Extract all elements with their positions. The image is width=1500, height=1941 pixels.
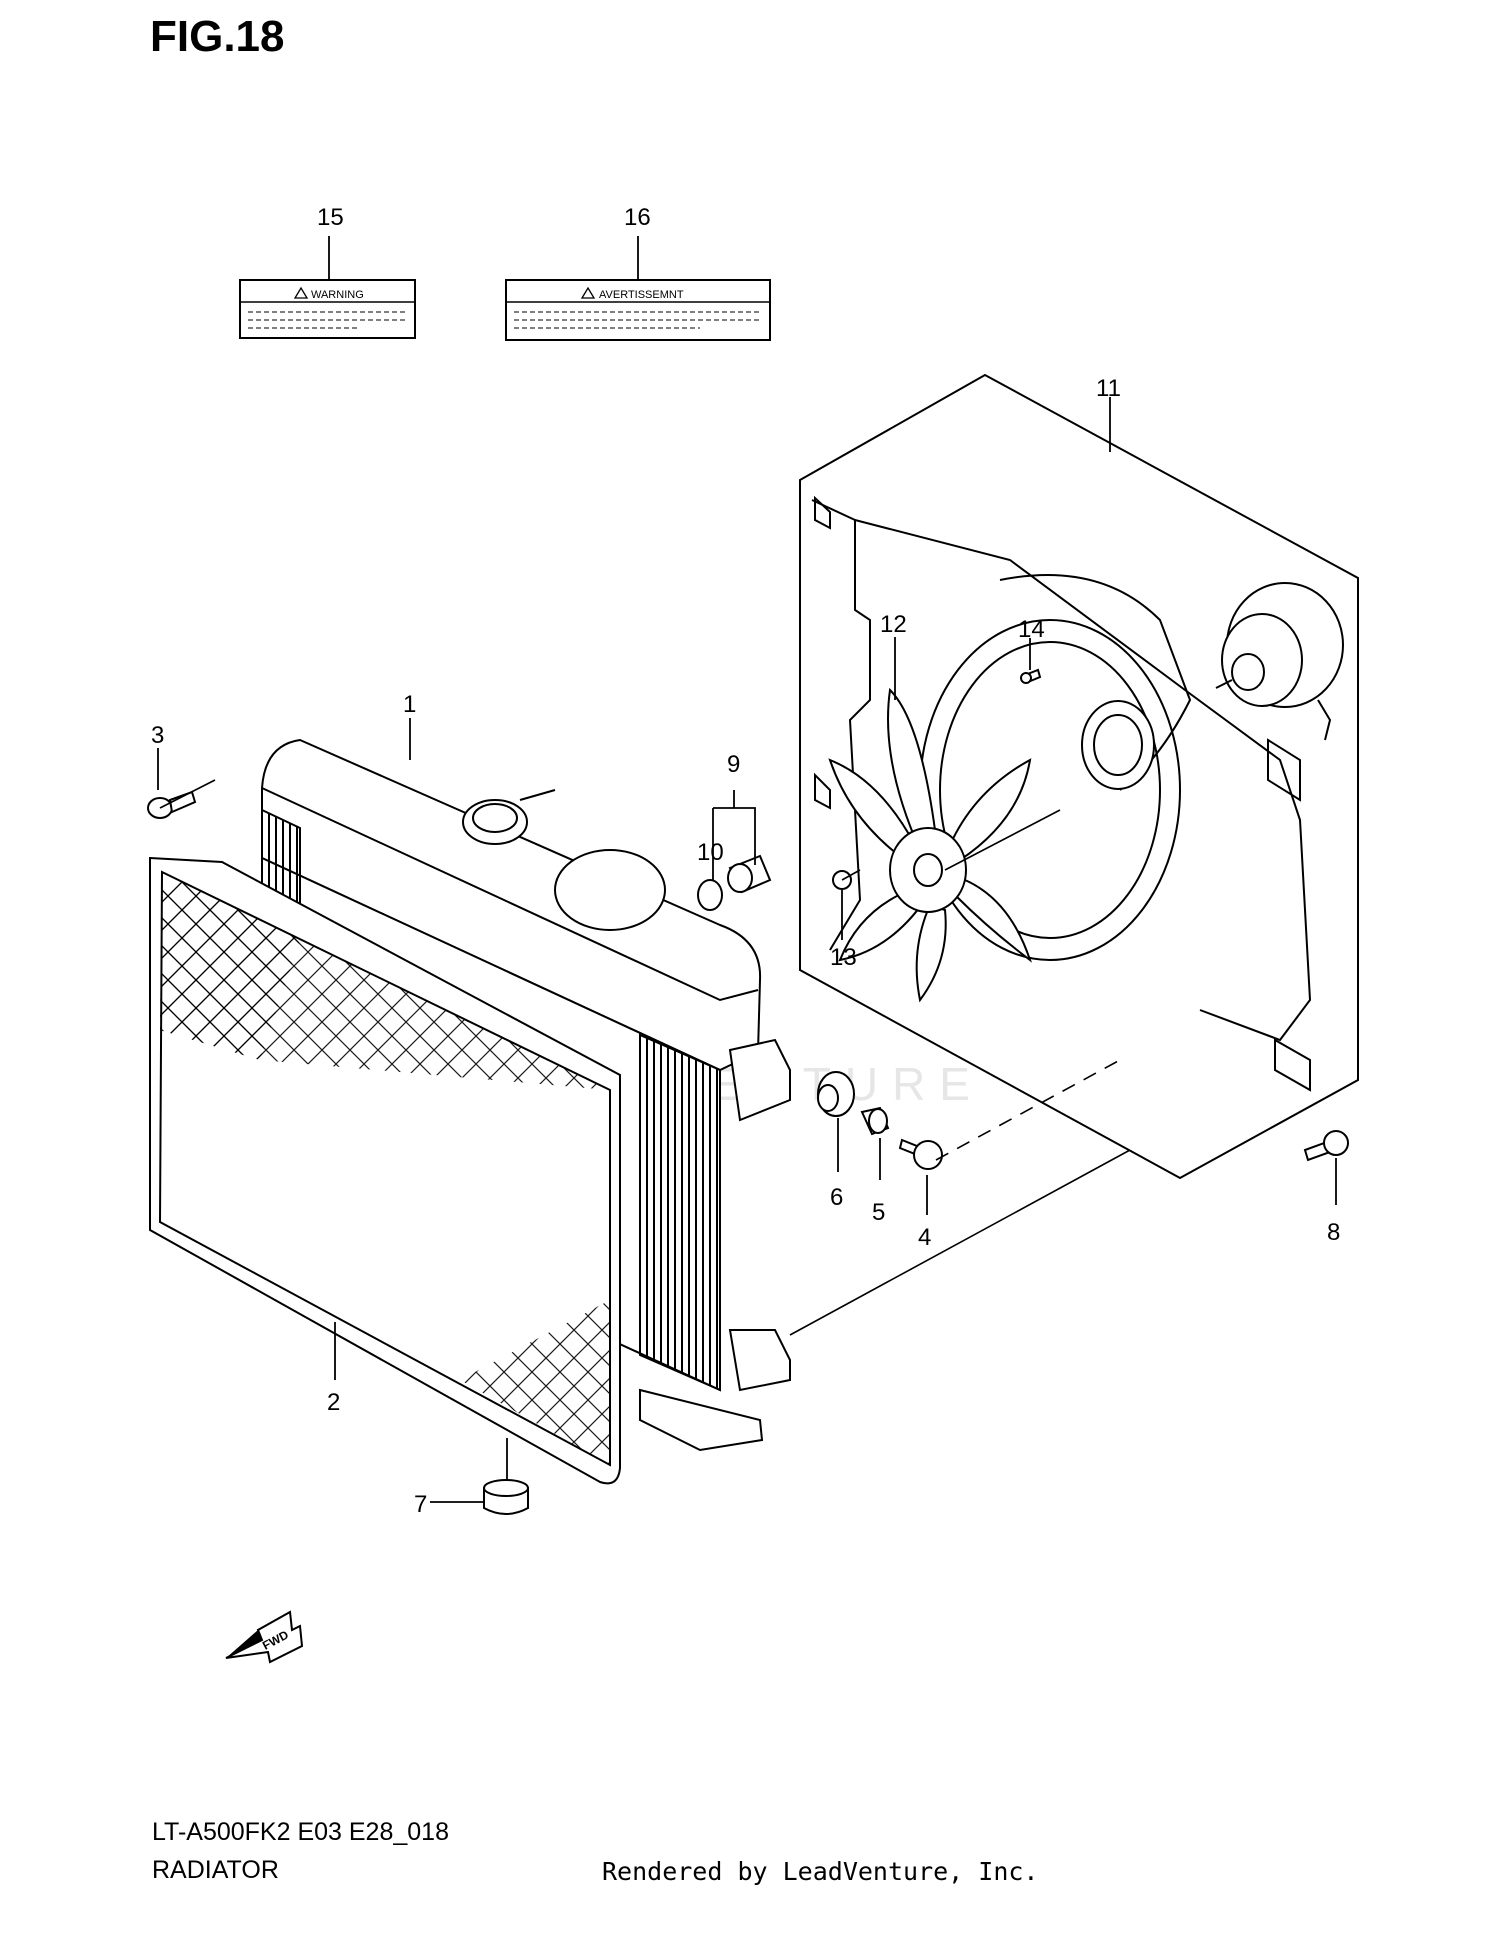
callout-7: 7 <box>414 1491 427 1518</box>
bolt-part-3 <box>147 790 197 819</box>
callouts: 15 16 11 12 14 1 3 9 10 13 6 5 4 8 2 7 <box>151 204 1340 1518</box>
fan-motor-icon <box>1215 582 1344 741</box>
avertissement-label-text: AVERTISSEMNT <box>599 289 684 301</box>
o-ring-part-10 <box>697 879 723 911</box>
cushion-part-7 <box>483 1479 529 1515</box>
thermo-switch-part-9 <box>727 854 772 894</box>
callout-10: 10 <box>697 839 724 866</box>
warning-label-text: WARNING <box>311 289 364 301</box>
callout-16: 16 <box>624 204 651 231</box>
screw-part-14 <box>1020 668 1042 684</box>
callout-6: 6 <box>830 1184 843 1211</box>
fan-shroud-assembly <box>799 373 1359 1180</box>
callout-8: 8 <box>1327 1219 1340 1246</box>
model-code: LT-A500FK2 E03 E28_018 <box>152 1818 449 1846</box>
callout-9: 9 <box>727 751 740 778</box>
callout-5: 5 <box>872 1199 885 1226</box>
callout-1: 1 <box>403 691 416 718</box>
callout-14: 14 <box>1018 616 1045 643</box>
callout-12: 12 <box>880 611 907 638</box>
avertissement-label-part: AVERTISSEMNT <box>505 279 771 341</box>
figure-title: FIG.18 <box>150 12 285 61</box>
radiator-guard-part <box>149 856 621 1485</box>
callout-13: 13 <box>830 944 857 971</box>
warning-triangle-icon <box>293 286 309 299</box>
render-credit: Rendered by LeadVenture, Inc. <box>602 1857 1039 1886</box>
callout-11: 11 <box>1096 375 1121 402</box>
fwd-arrow-icon: FWD <box>225 1610 304 1664</box>
warning-triangle-icon <box>580 286 596 299</box>
grommet-part-6 <box>817 1071 855 1117</box>
warning-label-part: WARNING <box>239 279 416 339</box>
callout-4: 4 <box>918 1224 931 1251</box>
callout-15: 15 <box>317 204 344 231</box>
callout-2: 2 <box>327 1389 340 1416</box>
bolt-part-8 <box>1303 1130 1349 1162</box>
bolt-part-4 <box>898 1138 943 1170</box>
collar-part-5 <box>860 1106 890 1136</box>
callout-3: 3 <box>151 722 164 749</box>
leader-lines <box>157 236 1337 1503</box>
section-name: RADIATOR <box>152 1856 279 1884</box>
assembly-lines <box>159 779 1131 1336</box>
fan-blade-icon <box>828 687 1032 1003</box>
